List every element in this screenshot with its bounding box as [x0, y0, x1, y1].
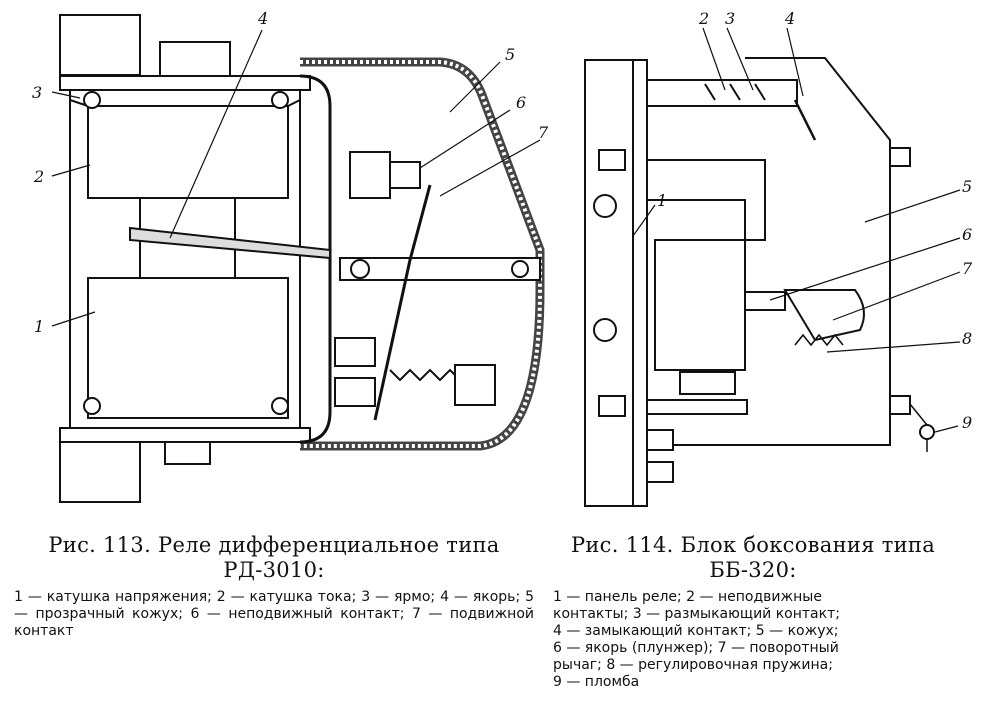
legend-line: 6 — якорь (плунжер); 7 — поворотный: [553, 640, 839, 656]
callout-3: 3: [32, 83, 42, 102]
yoke-top: [59, 75, 311, 91]
caption-title: Рис. 113. Реле дифференциальное типа РД-…: [48, 533, 500, 582]
caption-legend: 1 — панель реле; 2 — неподвижные контакт…: [553, 589, 953, 691]
relay-panel: [584, 59, 634, 507]
callout-9: 9: [962, 413, 972, 432]
fixed-contact: [349, 151, 391, 199]
caption-legend: 1 — катушка напряжения; 2 — катушка тока…: [14, 589, 534, 639]
callout-3: 3: [725, 9, 735, 28]
callout-4: 4: [784, 9, 795, 28]
legend-line: рычаг; 8 — регулировочная пружина;: [553, 657, 833, 673]
rotary-lever: [783, 289, 865, 342]
relay-rd3010-drawing: 3 2 1 4 5 6 7: [0, 0, 560, 525]
callout-8: 8: [962, 329, 972, 348]
callout-5: 5: [505, 45, 515, 64]
caption-title: Рис. 114. Блок боксования типа ББ-320:: [570, 533, 936, 582]
adjusting-spring: [794, 333, 844, 347]
callout-5: 5: [962, 177, 972, 196]
caption-figure-113: Рис. 113. Реле дифференциальное типа РД-…: [14, 533, 534, 640]
spring: [389, 368, 461, 382]
legend-line: 9 — пломба: [553, 674, 640, 690]
legend-line: контакты; 3 — размыкающий контакт;: [553, 606, 840, 622]
voltage-coil: [87, 277, 289, 419]
callout-2: 2: [698, 9, 709, 28]
callout-1: 1: [34, 317, 44, 336]
callout-6: 6: [516, 93, 526, 112]
legend-line: 4 — замыкающий контакт; 5 — кожух;: [553, 623, 839, 639]
moving-contact: [373, 184, 432, 421]
legend-line: 1 — панель реле; 2 — неподвижные: [553, 589, 822, 605]
callout-7: 7: [962, 259, 973, 278]
plunger: [744, 291, 786, 311]
armature: [129, 226, 331, 260]
callout-7: 7: [538, 123, 549, 142]
caption-figure-114: Рис. 114. Блок боксования типа ББ-320: 1…: [553, 533, 953, 691]
fixed-contacts: [704, 83, 766, 101]
callout-1: 1: [657, 191, 667, 210]
callout-4: 4: [257, 9, 268, 28]
current-coil: [87, 105, 289, 199]
callout-2: 2: [33, 167, 44, 186]
callout-6: 6: [962, 225, 972, 244]
yoke-bottom: [59, 427, 311, 443]
slip-block-bb320-drawing: 2 3 4 1 5 6 7 8 9: [565, 0, 989, 525]
seal: [919, 424, 935, 440]
